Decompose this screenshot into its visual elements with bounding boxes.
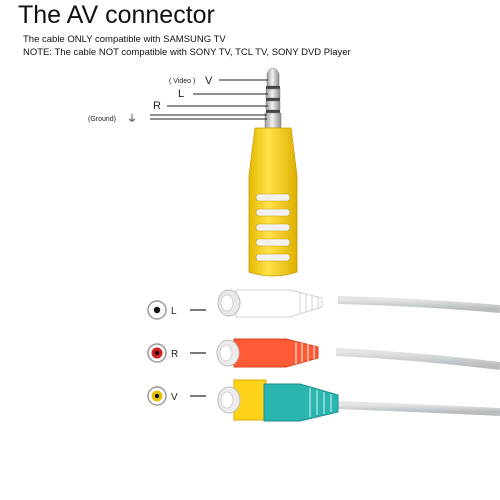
ground-note-label: (Ground) [88, 116, 116, 123]
plug-tip [266, 67, 280, 87]
rca-cables: L R V [147, 289, 500, 422]
plug-insulator-ring [266, 110, 280, 113]
incompatibility-note: NOTE: The cable NOT compatible with SONY… [23, 47, 351, 58]
video-output-label: V [171, 392, 178, 403]
page-title: The AV connector [18, 1, 215, 29]
rca-plug-white [217, 289, 323, 318]
plug-sleeve [264, 112, 282, 129]
trrs-plug [248, 67, 298, 277]
left-output-label: L [171, 306, 177, 317]
grip-slot [255, 253, 291, 262]
cable-white [337, 296, 500, 313]
video-note-label: ( Video ) [169, 78, 195, 85]
grip-slot [255, 208, 291, 217]
compatibility-note: The cable ONLY compatible with SAMSUNG T… [23, 34, 226, 45]
plug-insulator-ring [266, 98, 280, 101]
rca-plug-red [216, 338, 319, 368]
ground-icon: ⏚ [127, 113, 137, 125]
grip-slot [255, 238, 291, 247]
right-jack-icon [147, 343, 167, 363]
grip-slot [255, 223, 291, 232]
plug-ring-1 [265, 88, 281, 99]
rca-plug-yellow [217, 379, 339, 422]
right-pin-label: R [153, 100, 161, 112]
cable-yellow [337, 401, 500, 416]
cable-red [335, 348, 500, 370]
left-pin-label: L [178, 88, 184, 100]
video-pin-label: V [205, 75, 213, 87]
pin-labels: ( Video ) V L R (Ground) ⏚ [88, 75, 268, 125]
plug-ring-2 [265, 100, 281, 111]
right-output-label: R [171, 349, 178, 360]
video-jack-icon [147, 386, 167, 406]
left-jack-icon [147, 300, 167, 320]
grip-slot [255, 193, 291, 202]
plug-insulator-ring [266, 86, 280, 89]
